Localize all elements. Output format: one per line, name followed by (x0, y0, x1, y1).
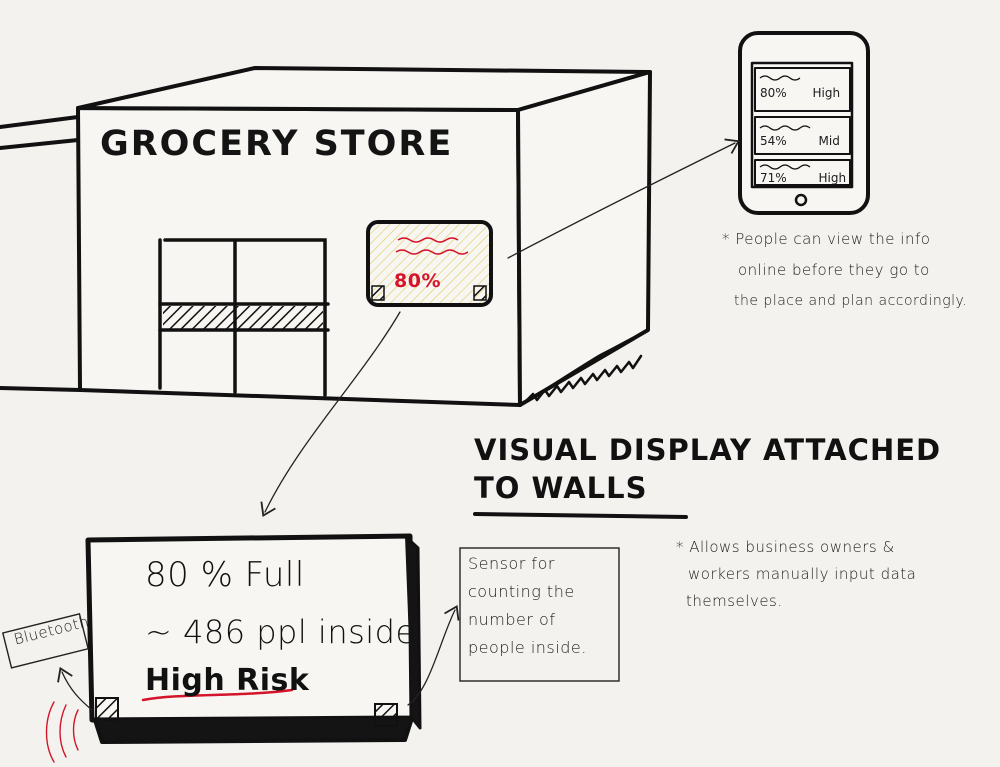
phone-row-1: 80% High (760, 86, 840, 100)
sensor-note-line: number of (468, 610, 556, 629)
phone-row-3: 71% High (760, 171, 846, 185)
sensor-box (459, 547, 620, 682)
signal-icon (45, 701, 79, 763)
note-online-line: the place and plan accordingly. (734, 293, 968, 309)
phone-row-risk: High (818, 171, 847, 185)
sensor-note-line: people inside. (468, 638, 587, 657)
note-online: * People can view the info online before… (722, 224, 967, 317)
store-title: GROCERY STORE (100, 124, 454, 164)
note-owners-line: themselves. (686, 592, 783, 610)
display-risk-level: High Risk (145, 663, 310, 698)
note-owners: * Allows business owners & workers manua… (676, 534, 916, 615)
phone-row-percent: 80% (760, 86, 787, 100)
sensor-note-line: counting the (468, 582, 575, 601)
sensor-note-line: Sensor for (468, 554, 555, 573)
phone-sketch (738, 31, 870, 215)
connector-arrows (57, 138, 740, 711)
heading-underline (473, 512, 688, 519)
display-fill-status: 80 % Full (145, 555, 305, 595)
section-heading-line: TO WALLS (474, 471, 648, 505)
phone-row-percent: 54% (760, 134, 787, 148)
sensor-note: Sensor for counting the number of people… (468, 550, 587, 662)
note-online-line: online before they go to (738, 261, 930, 279)
wall-display-percent: 80% (394, 270, 441, 292)
phone-row-risk: High (812, 86, 841, 100)
store-doors (158, 238, 330, 397)
section-heading-line: VISUAL DISPLAY ATTACHED (474, 433, 942, 467)
section-heading: VISUAL DISPLAY ATTACHED TO WALLS (474, 431, 941, 507)
phone-row-risk: Mid (818, 134, 840, 148)
wall-display-large (85, 533, 422, 744)
display-people-count: ~ 486 ppl inside (145, 613, 416, 651)
bluetooth-box (1, 613, 90, 669)
wall-display-small (366, 220, 493, 307)
phone-row-percent: 71% (760, 171, 787, 185)
phone-row-2: 54% Mid (760, 134, 840, 148)
note-owners-line: workers manually input data (688, 565, 917, 583)
note-owners-line: * Allows business owners & (676, 538, 895, 556)
note-online-line: * People can view the info (722, 230, 931, 248)
